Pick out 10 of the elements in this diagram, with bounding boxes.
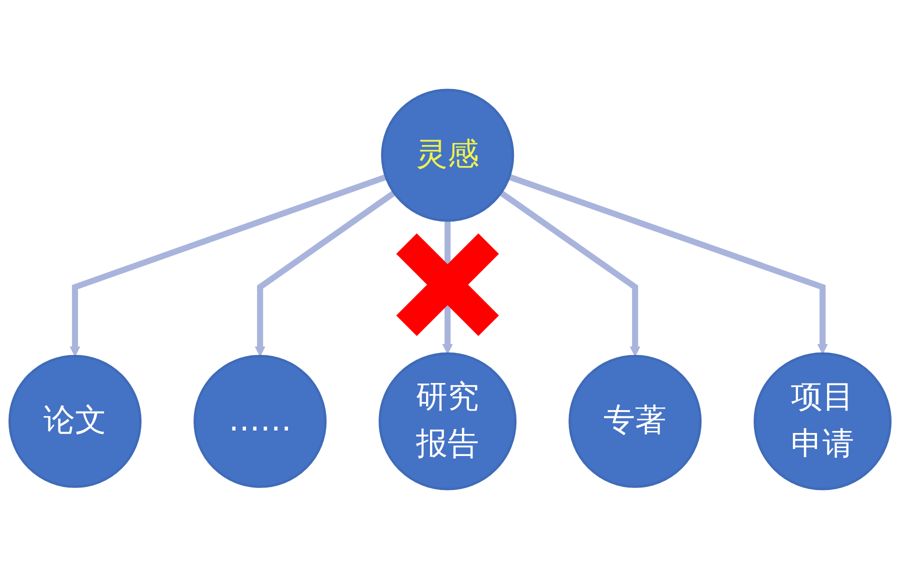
arrow [254, 190, 396, 357]
node-circle: 项目申请 [754, 352, 892, 490]
arrow [499, 190, 640, 357]
node-circle: …… [194, 354, 327, 488]
arrow [508, 174, 828, 354]
node-circle: 研究报告 [378, 352, 517, 490]
node-circle: 灵感 [381, 88, 514, 222]
node-circle: 专著 [568, 354, 702, 488]
arrow [70, 174, 388, 357]
node-circle: 论文 [8, 354, 142, 488]
